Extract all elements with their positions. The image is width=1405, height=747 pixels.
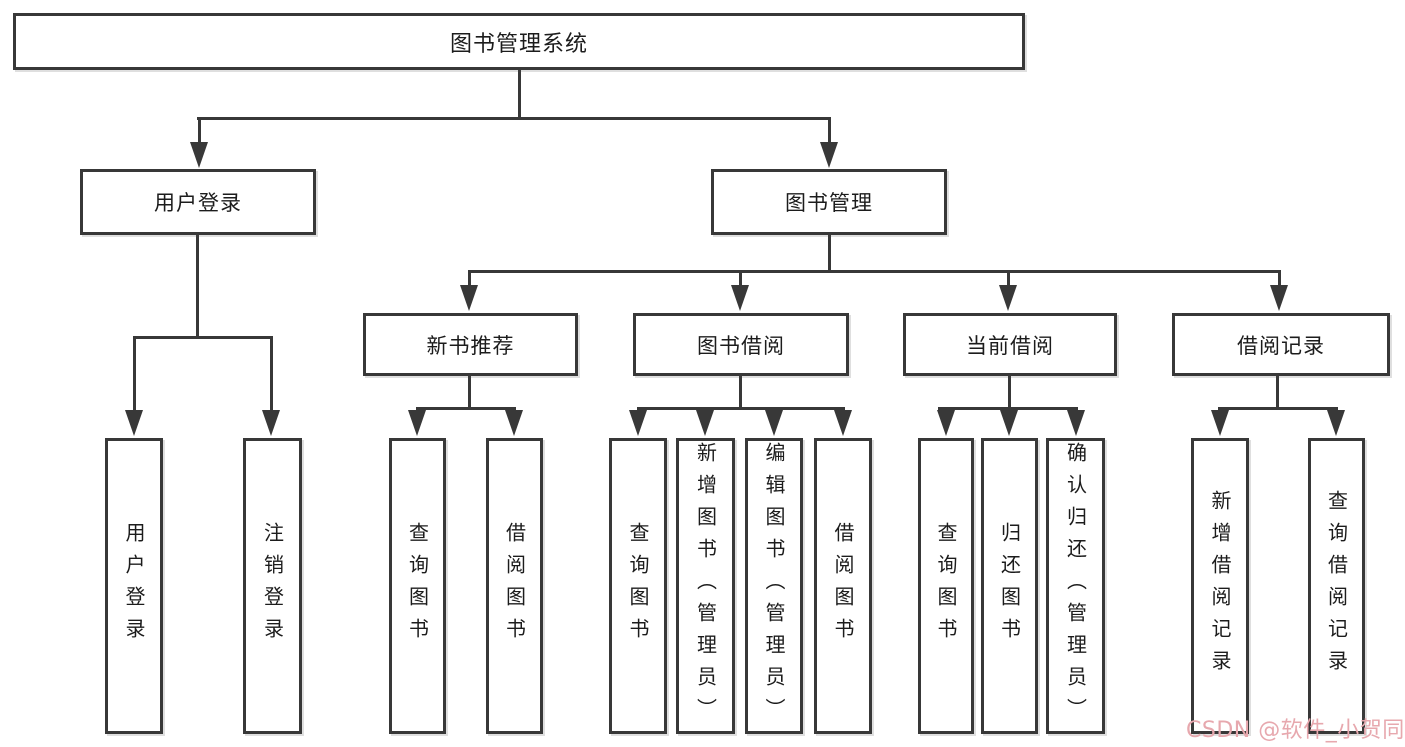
leaf-add-book-admin-label: 新增图书（管理员） (693, 442, 718, 730)
connector-line (1278, 270, 1281, 290)
arrow-down-icon (696, 410, 714, 436)
leaf-return-book-label: 归还图书 (997, 522, 1022, 650)
connector-line (270, 336, 273, 414)
arrow-down-icon (834, 410, 852, 436)
leaf-query-book-recommend-label: 查询图书 (405, 522, 430, 650)
connector-line (739, 376, 742, 409)
leaf-logout-label: 注销登录 (260, 522, 285, 650)
leaf-return-book: 归还图书 (981, 438, 1038, 734)
node-root-label: 图书管理系统 (449, 31, 588, 57)
connector-line (198, 117, 201, 145)
arrow-down-icon (1270, 285, 1288, 311)
arrow-down-icon (1067, 410, 1085, 436)
connector-line (637, 407, 844, 410)
arrow-down-icon (505, 410, 523, 436)
arrow-down-icon (190, 142, 208, 168)
leaf-confirm-return-admin: 确认归还（管理员） (1046, 438, 1105, 734)
csdn-watermark: CSDN @软件_小贺同学 (1186, 718, 1405, 743)
leaf-borrow-book-recommend: 借阅图书 (486, 438, 543, 734)
leaf-edit-book-admin-label: 编辑图书（管理员） (762, 442, 786, 730)
arrow-down-icon (1000, 410, 1018, 436)
connector-line (133, 336, 273, 339)
leaf-query-book-current: 查询图书 (918, 438, 974, 734)
leaf-query-borrow-record: 查询借阅记录 (1308, 438, 1365, 734)
connector-line (828, 117, 831, 145)
node-new-book-recommend-label: 新书推荐 (426, 333, 515, 358)
leaf-query-book-borrow: 查询图书 (609, 438, 667, 734)
node-root: 图书管理系统 (13, 13, 1025, 70)
leaf-query-book-borrow-label: 查询图书 (626, 522, 650, 650)
node-book-borrow: 图书借阅 (633, 313, 849, 376)
node-borrow-record: 借阅记录 (1172, 313, 1390, 376)
connector-line (1218, 407, 1338, 410)
connector-line (133, 336, 136, 414)
leaf-add-book-admin: 新增图书（管理员） (676, 438, 735, 734)
node-new-book-recommend: 新书推荐 (363, 313, 578, 376)
leaf-query-borrow-record-label: 查询借阅记录 (1324, 490, 1349, 682)
arrow-down-icon (1327, 410, 1345, 436)
node-book-borrow-label: 图书借阅 (697, 333, 785, 358)
node-book-management: 图书管理 (711, 169, 947, 235)
arrow-down-icon (765, 410, 783, 436)
connector-line (518, 70, 521, 120)
connector-line (196, 235, 199, 338)
leaf-borrow-book-label: 借阅图书 (831, 522, 855, 650)
leaf-borrow-book-recommend-label: 借阅图书 (502, 522, 527, 650)
arrow-down-icon (408, 410, 426, 436)
arrow-down-icon (460, 285, 478, 311)
leaf-query-book-current-label: 查询图书 (934, 522, 958, 650)
connector-line (739, 270, 742, 290)
connector-line (468, 270, 1281, 273)
node-current-borrow: 当前借阅 (903, 313, 1117, 376)
node-user-login: 用户登录 (80, 169, 316, 235)
connector-line (1008, 376, 1011, 409)
connector-line (1276, 376, 1279, 409)
arrow-down-icon (1211, 410, 1229, 436)
leaf-confirm-return-admin-label: 确认归还（管理员） (1063, 442, 1088, 730)
leaf-query-book-recommend: 查询图书 (389, 438, 446, 734)
leaf-user-login-label: 用户登录 (122, 522, 146, 650)
arrow-down-icon (125, 410, 143, 436)
node-user-login-label: 用户登录 (154, 191, 242, 215)
connector-line (1007, 270, 1010, 290)
connector-line (468, 376, 471, 409)
connector-line (828, 235, 831, 273)
node-current-borrow-label: 当前借阅 (966, 333, 1054, 358)
arrow-down-icon (937, 410, 955, 436)
arrow-down-icon (999, 285, 1017, 311)
arrow-down-icon (262, 410, 280, 436)
leaf-logout: 注销登录 (243, 438, 302, 734)
connector-line (468, 270, 471, 290)
node-book-management-label: 图书管理 (785, 191, 873, 215)
leaf-borrow-book: 借阅图书 (814, 438, 872, 734)
arrow-down-icon (820, 142, 838, 168)
node-borrow-record-label: 借阅记录 (1237, 333, 1325, 358)
arrow-down-icon (731, 285, 749, 311)
connector-line (197, 117, 831, 120)
leaf-edit-book-admin: 编辑图书（管理员） (745, 438, 803, 734)
leaf-add-borrow-record-label: 新增借阅记录 (1208, 490, 1232, 682)
leaf-add-borrow-record: 新增借阅记录 (1191, 438, 1249, 734)
arrow-down-icon (629, 410, 647, 436)
leaf-user-login: 用户登录 (105, 438, 163, 734)
connector-line (416, 407, 516, 410)
